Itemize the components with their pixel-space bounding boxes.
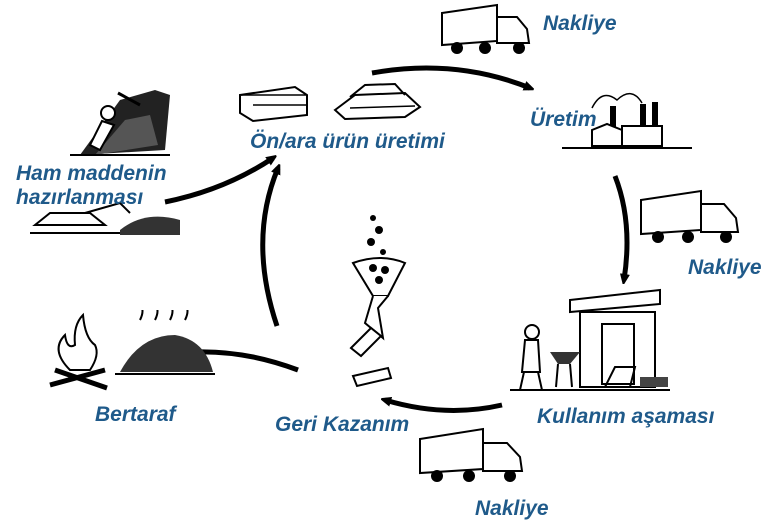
stage-label-recovery: Geri Kazanım [275,413,410,436]
arrow-recovery-to-disposal [193,352,299,373]
arrow-recovery-to-semi [260,168,278,327]
truck-icon [419,427,524,482]
arrow-use-to-recovery [385,400,503,413]
household-scene-icon [510,288,670,391]
arrow-raw-to-semi [164,158,273,205]
miner-excavator-icon [30,90,180,235]
transport-label-top: Nakliye [543,12,617,35]
arrow-semi-to-production [371,65,530,88]
truck-icon [441,3,531,54]
arrow-production-to-use [612,175,627,280]
steel-beam-and-ingots-icon [239,82,422,123]
transport-label-right: Nakliye [688,256,762,279]
fire-and-landfill-icon [49,310,215,391]
stage-label-use-phase: Kullanım aşaması [537,405,715,428]
melting-crucible-icon [349,215,407,388]
factory-icon [562,93,692,149]
stage-label-disposal: Bertaraf [95,403,176,426]
stage-label-production: Üretim [530,108,597,131]
stage-label-semi-product: Ön/ara ürün üretimi [250,130,445,153]
transport-label-bottom: Nakliye [475,497,549,520]
stage-label-raw-material: Ham maddenin hazırlanması [16,162,167,209]
truck-icon [640,189,740,243]
